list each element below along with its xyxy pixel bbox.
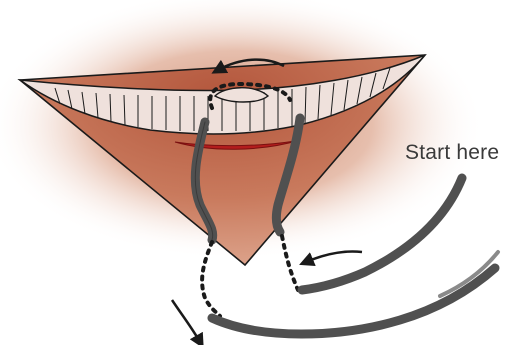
bottom-direction-arrow: [172, 300, 200, 342]
middle-direction-arrow: [306, 251, 362, 262]
start-here-label: Start here: [405, 141, 499, 165]
